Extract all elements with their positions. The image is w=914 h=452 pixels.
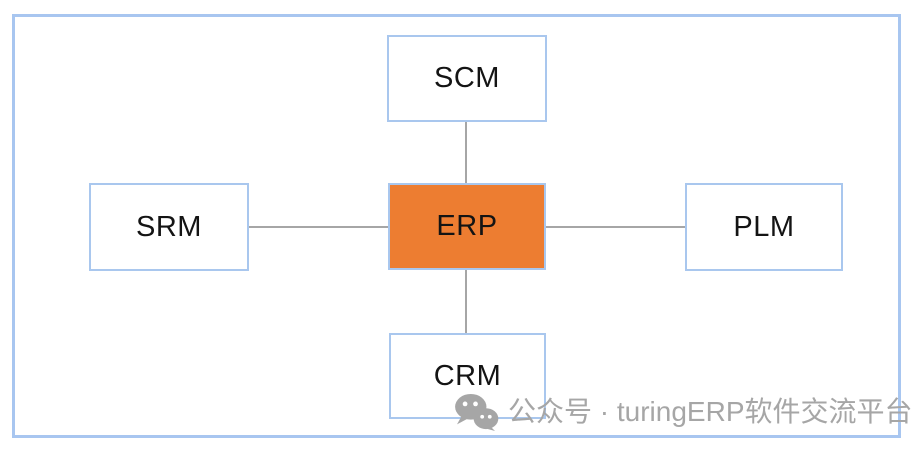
connector-erp-scm [465,122,467,183]
node-erp-center: ERP [388,183,546,270]
node-plm-label: PLM [733,210,795,243]
node-srm: SRM [89,183,249,271]
node-scm: SCM [387,35,547,122]
node-crm-label: CRM [433,359,502,392]
watermark: 公众号 · turingERP软件交流平台 [453,393,913,431]
node-scm-label: SCM [434,62,500,94]
watermark-text: 公众号 · turingERP软件交流平台 [508,396,913,427]
connector-erp-crm [465,270,467,333]
connector-erp-plm [546,226,685,228]
node-srm-label: SRM [136,210,202,243]
node-erp-label: ERP [436,210,498,242]
outer-border-frame [12,14,901,438]
node-plm: PLM [685,183,843,271]
connector-erp-srm [249,226,388,228]
wechat-icon [455,393,499,431]
